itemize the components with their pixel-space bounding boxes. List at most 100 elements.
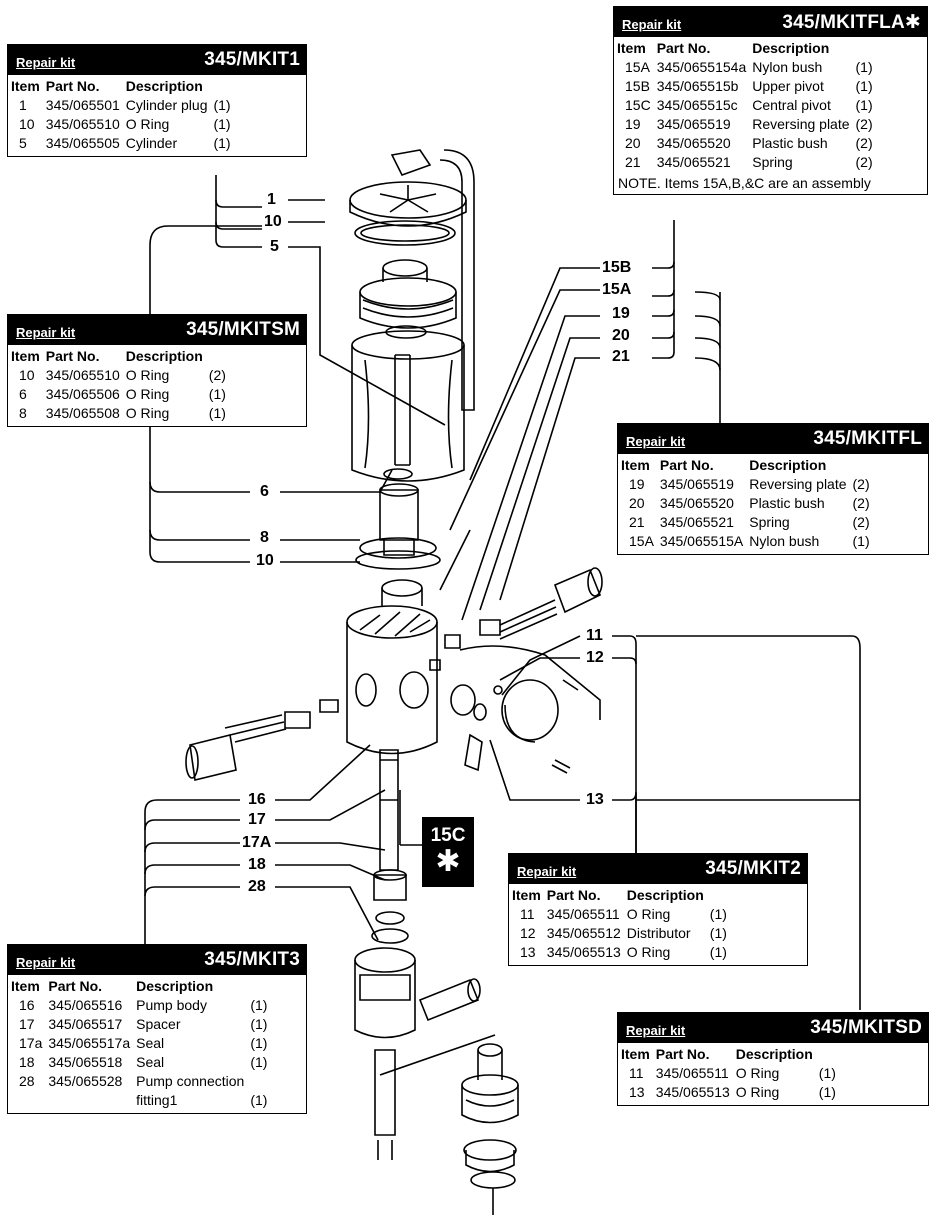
- column-header-qty: [213, 77, 232, 96]
- part-number: 345/065515c: [656, 97, 738, 113]
- part-description: O Ring: [626, 906, 671, 922]
- column-header: Part No.: [546, 887, 601, 903]
- table-row: 12 345/065512 Distributor (1): [512, 924, 729, 943]
- callout-19: 19: [610, 305, 632, 323]
- part-description: Reversing plate: [749, 476, 847, 492]
- main-body: [185, 567, 603, 781]
- part-quantity: (1): [250, 1016, 268, 1032]
- part-number: 345/065516: [48, 997, 123, 1013]
- part-description: Pump body: [136, 997, 207, 1013]
- kit-label: Repair kit: [622, 16, 682, 32]
- item-number: 21: [625, 154, 641, 170]
- column-header: Description: [125, 348, 203, 364]
- part-number: 345/065512: [546, 925, 621, 941]
- kit-code: 345/MKITFLA✱: [782, 11, 921, 33]
- part-description: O Ring: [735, 1065, 780, 1081]
- kit-header: Repair kit 345/MKITFLA✱: [614, 7, 927, 37]
- part-number: 345/065520: [656, 135, 731, 151]
- kit-code: 345/MKITSM: [186, 319, 300, 340]
- column-header: Description: [735, 1046, 813, 1062]
- item-number: 28: [19, 1073, 35, 1089]
- item-number: 19: [625, 116, 641, 132]
- part-description: Spring: [749, 514, 790, 530]
- item-number: 10: [19, 367, 35, 383]
- part-description: Plastic bush: [749, 495, 825, 511]
- column-header: Description: [626, 887, 704, 903]
- column-header: Part No.: [656, 40, 711, 56]
- part-number: 345/065519: [659, 476, 734, 492]
- part-quantity: (1): [852, 533, 870, 549]
- item-number: 12: [520, 925, 536, 941]
- part-quantity: (1): [709, 925, 727, 941]
- asterisk-icon: ✱: [435, 845, 461, 878]
- kit-label: Repair kit: [626, 1022, 686, 1038]
- callout-13: 13: [584, 791, 606, 809]
- part-number: [48, 1091, 136, 1110]
- part-quantity: (1): [250, 1054, 268, 1070]
- part-quantity: (2): [855, 135, 873, 151]
- callout-28: 28: [246, 878, 268, 896]
- item-number: 10: [19, 116, 35, 132]
- part-number: 345/065515b: [656, 78, 739, 94]
- part-description: Cylinder plug: [125, 97, 208, 113]
- part-number: 345/065508: [45, 405, 120, 421]
- part-description: Central pivot: [752, 97, 831, 113]
- part-quantity: (2): [852, 495, 870, 511]
- part-description: fitting1: [136, 1092, 178, 1108]
- part-number: 345/065521: [659, 514, 734, 530]
- column-header: Description: [125, 78, 203, 94]
- part-description: O Ring: [626, 944, 671, 960]
- part-description: O Ring: [125, 386, 170, 402]
- column-header: Part No.: [659, 457, 714, 473]
- item-number: 15B: [625, 78, 650, 94]
- part-number: 345/065511: [546, 906, 620, 922]
- column-header-qty: [856, 39, 875, 58]
- column-header: Item: [11, 78, 40, 94]
- callout-21: 21: [610, 348, 632, 366]
- part-number: 345/065505: [45, 135, 120, 151]
- callout-15a: 15A: [600, 281, 634, 299]
- part-number: 345/065520: [659, 495, 734, 511]
- item-number: 1: [19, 97, 27, 113]
- kit-label: Repair kit: [626, 433, 686, 449]
- callout-15b: 15B: [600, 259, 634, 277]
- column-header-qty: [853, 456, 872, 475]
- part-description: O Ring: [125, 405, 170, 421]
- part-number: 345/0655154a: [656, 59, 747, 75]
- table-row: fitting1(1): [11, 1091, 269, 1110]
- part-description: Spring: [752, 154, 793, 170]
- callout-18: 18: [246, 856, 268, 874]
- part-number: 345/065517: [48, 1016, 123, 1032]
- tag-15c: 15C ✱: [422, 817, 474, 887]
- part-quantity: (2): [855, 154, 873, 170]
- item-number: 16: [19, 997, 35, 1013]
- part-number: 345/065517a: [48, 1035, 131, 1051]
- callout-11: 11: [584, 627, 605, 645]
- pump-assembly: [354, 749, 519, 1215]
- part-description: Distributor: [626, 925, 691, 941]
- column-header-qty: [710, 886, 729, 905]
- item-number: [11, 1091, 48, 1110]
- item-number: 20: [629, 495, 645, 511]
- part-quantity: (1): [250, 1035, 268, 1051]
- part-number: 345/065501: [45, 97, 120, 113]
- part-description: Spacer: [136, 1016, 181, 1032]
- item-number: 19: [629, 476, 645, 492]
